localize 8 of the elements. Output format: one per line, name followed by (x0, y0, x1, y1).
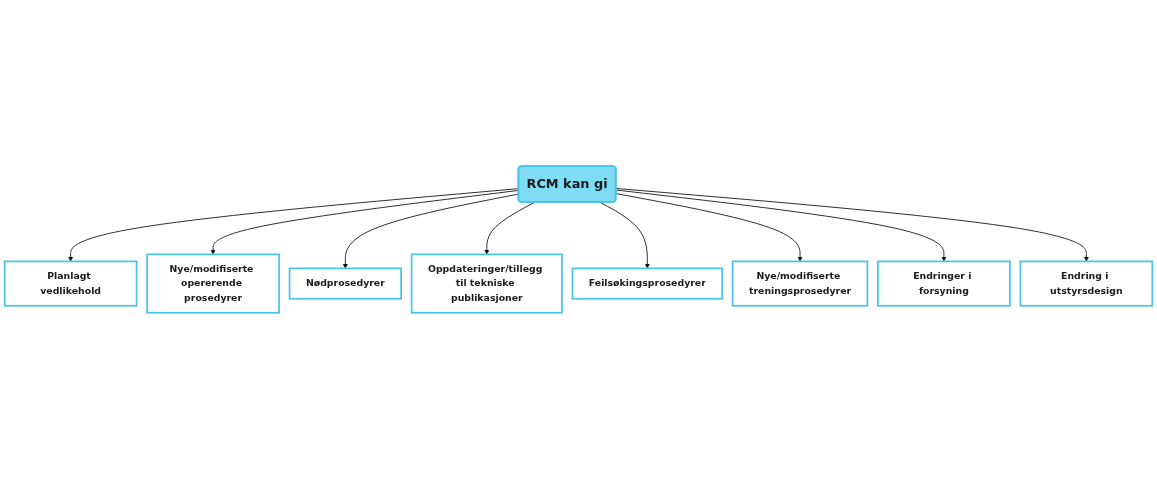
node-box: Nødprosedyrer (288, 267, 402, 300)
node-box: Endring i utstyrsdesign (1019, 260, 1154, 307)
node-box: Planlagt vedlikehold (3, 260, 138, 307)
node-box: Feilsøkingsprosedyrer (571, 267, 723, 300)
node-box: Oppdateringer/tillegg til tekniske publikasjoner (410, 253, 563, 314)
node-box: Endringer i forsyning (877, 260, 1011, 307)
node-box: Nye/modifiserte opererende prosedyrer (146, 253, 280, 314)
node-box: Nye/modifiserte treningsprosedyrer (731, 260, 869, 307)
